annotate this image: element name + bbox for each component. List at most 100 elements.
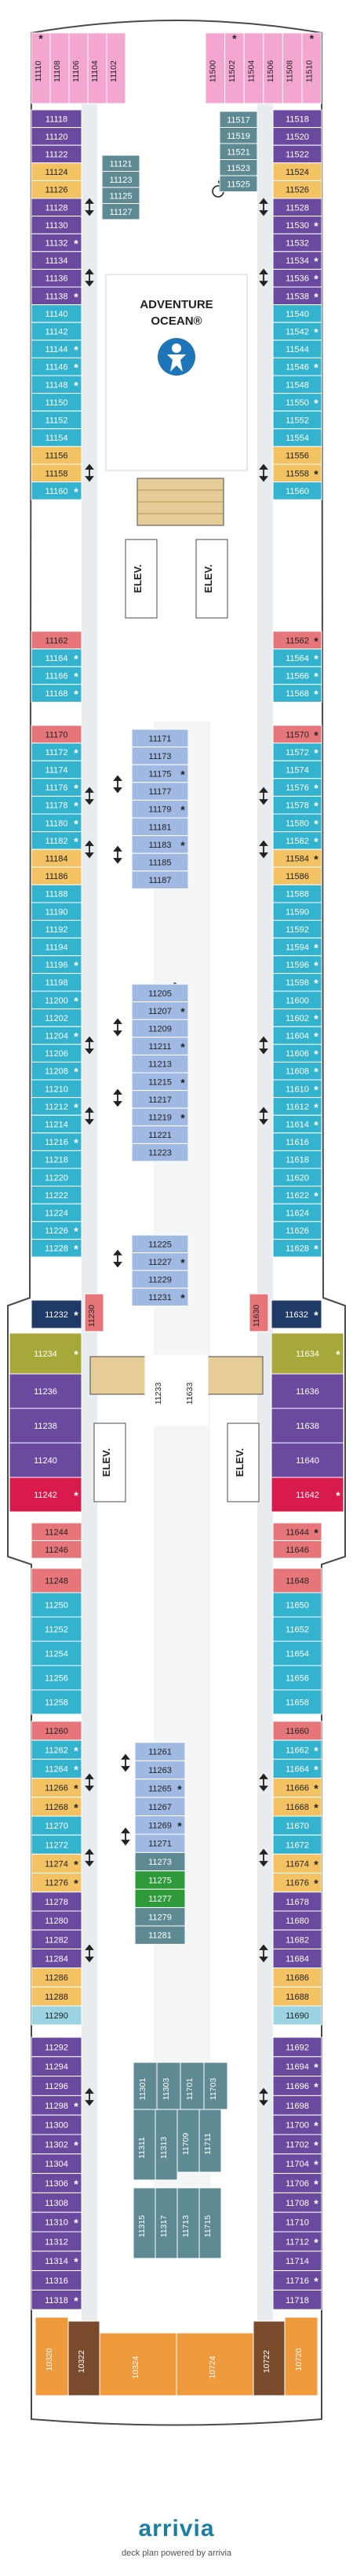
cabin-11666[interactable]: 11666* [272,1778,322,1798]
cabin-11246[interactable]: 11246 [31,1540,82,1559]
cabin-11556[interactable]: 11556 [272,445,322,465]
cabin-11522[interactable]: 11522 [272,144,322,164]
cabin-11274[interactable]: 11274* [31,1853,82,1874]
cabin-11160[interactable]: 11160* [31,481,82,500]
cabin-11574[interactable]: 11574 [272,760,322,779]
cabin-11532[interactable]: 11532 [272,233,322,253]
cabin-11185[interactable]: 11185 [131,852,189,872]
cabin-11173[interactable]: 11173 [131,747,189,765]
cabin-11315[interactable]: 11315 [133,2187,156,2259]
cabin-11144[interactable]: 11144* [31,340,82,358]
cabin-11628[interactable]: 11628* [272,1238,322,1258]
cabin-11256[interactable]: 11256 [31,1665,82,1691]
cabin-11277[interactable]: 11277 [134,1888,186,1909]
cabin-11694[interactable]: 11694* [272,2056,322,2077]
cabin-11506[interactable]: 11506 [263,32,283,104]
cabin-11244[interactable]: 11244 [31,1522,82,1542]
cabin-11228[interactable]: 11228* [31,1238,82,1258]
cabin-11182[interactable]: 11182* [31,831,82,850]
cabin-11301[interactable]: 11301 [133,2062,158,2110]
cabin-11156[interactable]: 11156 [31,445,82,465]
cabin-11176[interactable]: 11176* [31,778,82,797]
cabin-11222[interactable]: 11222 [31,1186,82,1204]
cabin-11296[interactable]: 11296 [31,2076,82,2096]
cabin-11696[interactable]: 11696* [272,2076,322,2096]
cabin-11174[interactable]: 11174 [31,760,82,779]
cabin-11684[interactable]: 11684 [272,1948,322,1969]
cabin-11572[interactable]: 11572* [272,743,322,761]
cabin-11716[interactable]: 11716* [272,2270,322,2291]
cabin-11311[interactable]: 11311 [133,2109,156,2181]
cabin-11227[interactable]: 11227* [131,1252,189,1271]
cabin-11125[interactable]: 11125 [101,187,140,204]
cabin-11121[interactable]: 11121 [101,154,140,172]
cabin-11187[interactable]: 11187 [131,870,189,889]
cabin-11221[interactable]: 11221 [131,1125,189,1144]
cabin-11608[interactable]: 11608* [272,1061,322,1081]
cabin-11206[interactable]: 11206 [31,1044,82,1063]
cabin-11576[interactable]: 11576* [272,778,322,797]
cabin-11710[interactable]: 11710 [272,2211,322,2233]
cabin-11136[interactable]: 11136 [31,268,82,288]
cabin-11219[interactable]: 11219* [131,1107,189,1127]
cabin-11218[interactable]: 11218 [31,1150,82,1169]
cabin-11564[interactable]: 11564* [272,649,322,667]
cabin-11106[interactable]: 11106 [68,32,89,104]
cabin-11714[interactable]: 11714 [272,2251,322,2272]
cabin-11258[interactable]: 11258 [31,1689,82,1715]
cabin-11122[interactable]: 11122 [31,144,82,164]
cabin-11525[interactable]: 11525 [219,175,258,192]
cabin-11606[interactable]: 11606* [272,1044,322,1063]
cabin-11261[interactable]: 11261 [134,1742,186,1761]
cabin-11550[interactable]: 11550* [272,393,322,412]
cabin-11521[interactable]: 11521 [219,143,258,160]
cabin-11650[interactable]: 11650 [272,1592,322,1618]
cabin-11502[interactable]: 11502* [224,32,245,104]
cabin-11706[interactable]: 11706* [272,2173,322,2193]
cabin-11580[interactable]: 11580* [272,813,322,833]
cabin-11308[interactable]: 11308 [31,2192,82,2213]
cabin-11520[interactable]: 11520 [272,127,322,146]
cabin-11208[interactable]: 11208* [31,1061,82,1081]
cabin-11138[interactable]: 11138* [31,286,82,306]
cabin-11128[interactable]: 11128 [31,198,82,217]
cabin-11273[interactable]: 11273 [134,1851,186,1872]
cabin-11304[interactable]: 11304 [31,2153,82,2175]
cabin-11217[interactable]: 11217 [131,1090,189,1109]
cabin-11140[interactable]: 11140 [31,304,82,323]
cabin-11642[interactable]: 11642* [271,1477,344,1513]
cabin-11682[interactable]: 11682 [272,1929,322,1949]
cabin-11578[interactable]: 11578* [272,795,322,815]
cabin-11618[interactable]: 11618 [272,1150,322,1169]
cabin-11646[interactable]: 11646 [272,1540,322,1559]
cabin-11713[interactable]: 11713 [176,2187,200,2259]
cabin-11570[interactable]: 11570* [272,725,322,744]
cabin-11544[interactable]: 11544 [272,340,322,358]
cabin-11317[interactable]: 11317 [155,2187,178,2259]
cabin-11519[interactable]: 11519 [219,127,258,144]
cabin-11600[interactable]: 11600 [272,990,322,1010]
cabin-10320[interactable]: 10320 [35,2316,69,2396]
cabin-11142[interactable]: 11142 [31,322,82,341]
cabin-11636[interactable]: 11636 [271,1373,344,1409]
cabin-11223[interactable]: 11223 [131,1143,189,1162]
cabin-11272[interactable]: 11272 [31,1834,82,1855]
cabin-11124[interactable]: 11124 [31,162,82,181]
cabin-11286[interactable]: 11286 [31,1967,82,1988]
cabin-11302[interactable]: 11302* [31,2134,82,2155]
cabin-11312[interactable]: 11312 [31,2231,82,2252]
cabin-11162[interactable]: 11162 [31,630,82,650]
cabin-11630[interactable]: 11630 [249,1293,269,1332]
cabin-11262[interactable]: 11262* [31,1739,82,1760]
cabin-11230[interactable]: 11230 [84,1293,104,1332]
cabin-11582[interactable]: 11582* [272,831,322,850]
cabin-11279[interactable]: 11279 [134,1907,186,1927]
cabin-11652[interactable]: 11652 [272,1616,322,1642]
cabin-11127[interactable]: 11127 [101,203,140,220]
cabin-11314[interactable]: 11314* [31,2251,82,2272]
cabin-11670[interactable]: 11670 [272,1815,322,1836]
cabin-11316[interactable]: 11316 [31,2270,82,2291]
cabin-11626[interactable]: 11626 [272,1221,322,1240]
cabin-11602[interactable]: 11602* [272,1008,322,1027]
cabin-11614[interactable]: 11614* [272,1114,322,1134]
